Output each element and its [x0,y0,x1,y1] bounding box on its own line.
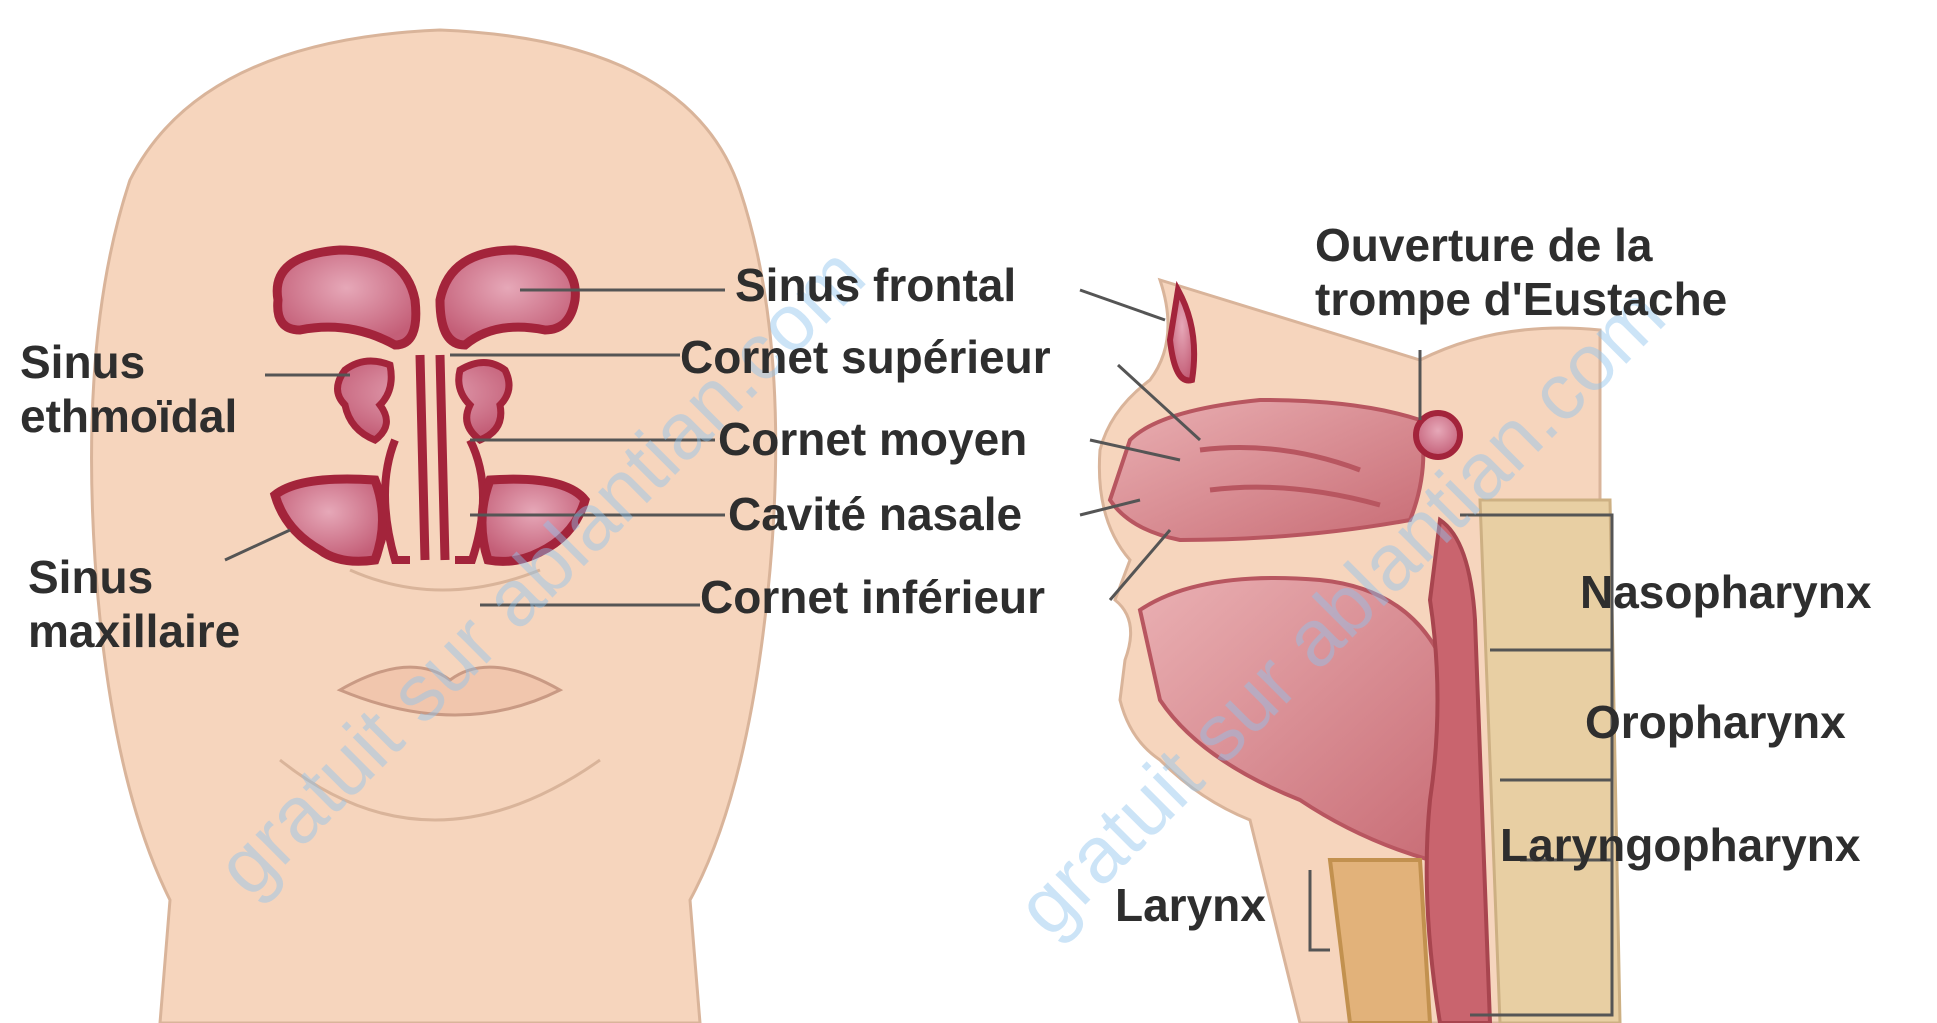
label-larynx: Larynx [1115,878,1266,932]
frontal-sinus-right [440,250,575,345]
label-cornet-superieur: Cornet supérieur [680,330,1051,384]
label-eustache: Ouverture de la trompe d'Eustache [1315,218,1727,326]
label-laryngopharynx: Laryngopharynx [1500,818,1860,872]
leader-right-frontal [1080,290,1165,320]
larynx-trachea [1330,860,1430,1023]
head-outline [92,30,776,1023]
face-front-view [92,30,776,1023]
label-sinus-ethmoidal: Sinus ethmoïdal [20,335,237,443]
label-nasopharynx: Nasopharynx [1580,565,1871,619]
label-cavite-nasale: Cavité nasale [728,487,1022,541]
frontal-sinus-left [277,250,416,345]
label-sinus-frontal: Sinus frontal [735,258,1016,312]
label-cornet-moyen: Cornet moyen [718,412,1027,466]
label-oropharynx: Oropharynx [1585,695,1846,749]
label-cornet-inferieur: Cornet inférieur [700,570,1045,624]
label-sinus-maxillaire: Sinus maxillaire [28,550,240,658]
